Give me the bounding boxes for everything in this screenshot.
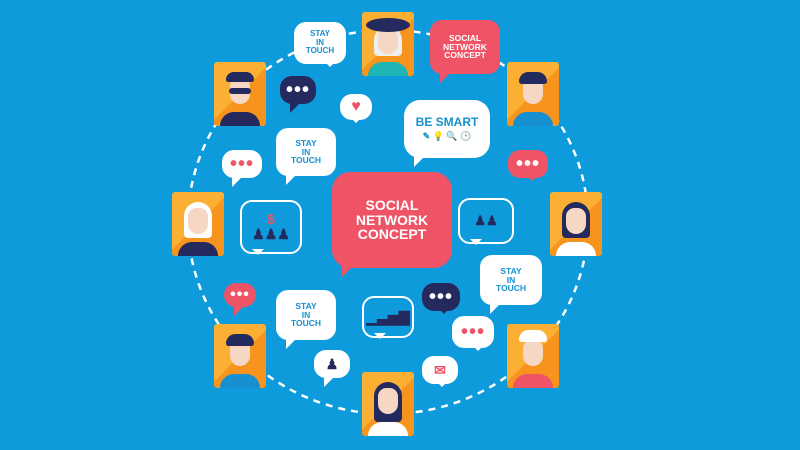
group-icon: $♟♟♟: [252, 211, 290, 242]
people-exchange-bubble: ♟♟: [458, 198, 514, 245]
avatar-man-sunglasses: [214, 62, 266, 126]
typing-bubble: •••: [224, 283, 256, 316]
bubble-text: IN: [506, 274, 516, 285]
avatar-woman-hat: [362, 12, 414, 76]
heart-icon: ♥: [351, 97, 361, 115]
person-icon: ♟: [325, 355, 339, 372]
bubble-text: SOCIAL: [448, 32, 482, 43]
bubble-text: STAY: [500, 265, 522, 276]
mail-bubble: ✉: [422, 356, 458, 387]
bubble-text: NETWORK: [443, 41, 487, 52]
typing-bubble: •••: [280, 76, 316, 113]
dots: •••: [229, 153, 254, 175]
bubble-text: TOUCH: [290, 155, 322, 166]
dots: •••: [515, 153, 540, 175]
typing-bubble: •••: [508, 150, 548, 181]
dots: •••: [285, 79, 310, 101]
bubble-text: STAY: [295, 137, 317, 148]
typing-bubble: •••: [222, 150, 262, 187]
bubble-text: TOUCH: [495, 283, 527, 294]
person-bubble: ♟: [314, 350, 350, 387]
dots: •••: [230, 286, 250, 304]
avatar-woman-blonde: [172, 192, 224, 256]
be-smart-bubble: BE SMART✎ 💡 🔍 🕒: [404, 100, 490, 167]
bubble-text: IN: [316, 37, 324, 47]
bubble-text: IN: [301, 309, 311, 320]
avatar-woman-dark-hair: [550, 192, 602, 256]
chart-bubble: ▁▃▅▇: [362, 296, 414, 339]
people-exchange-icon: ♟♟: [474, 213, 498, 229]
typing-bubble: •••: [422, 283, 460, 314]
envelope-icon: ✉: [434, 361, 446, 378]
bubble-text: STAY: [309, 29, 330, 39]
avatar-chef: [507, 324, 559, 388]
bar-chart-icon: ▁▃▅▇: [366, 308, 410, 325]
be-smart-title: BE SMART: [415, 115, 479, 130]
smart-icons: ✎ 💡 🔍 🕒: [422, 131, 472, 142]
avatar-woman-long-hair: [362, 372, 414, 436]
group-chat-bubble: $♟♟♟: [240, 200, 302, 255]
heart-bubble: ♥: [340, 94, 372, 123]
bubble-text: SOCIAL: [365, 196, 419, 213]
avatar-man-glasses: [507, 62, 559, 126]
bubble-text: IN: [301, 146, 311, 157]
bubble-text: CONCEPT: [357, 226, 427, 243]
avatar-man-cap: [214, 324, 266, 388]
bubble-text: CONCEPT: [444, 50, 486, 61]
bubble-text: STAY: [295, 300, 317, 311]
typing-bubble: •••: [452, 316, 494, 351]
dots: •••: [460, 321, 485, 343]
bubble-text: TOUCH: [305, 46, 335, 56]
bubble-text: TOUCH: [290, 318, 322, 329]
bubble-text: NETWORK: [355, 211, 429, 228]
dots: •••: [428, 286, 453, 308]
